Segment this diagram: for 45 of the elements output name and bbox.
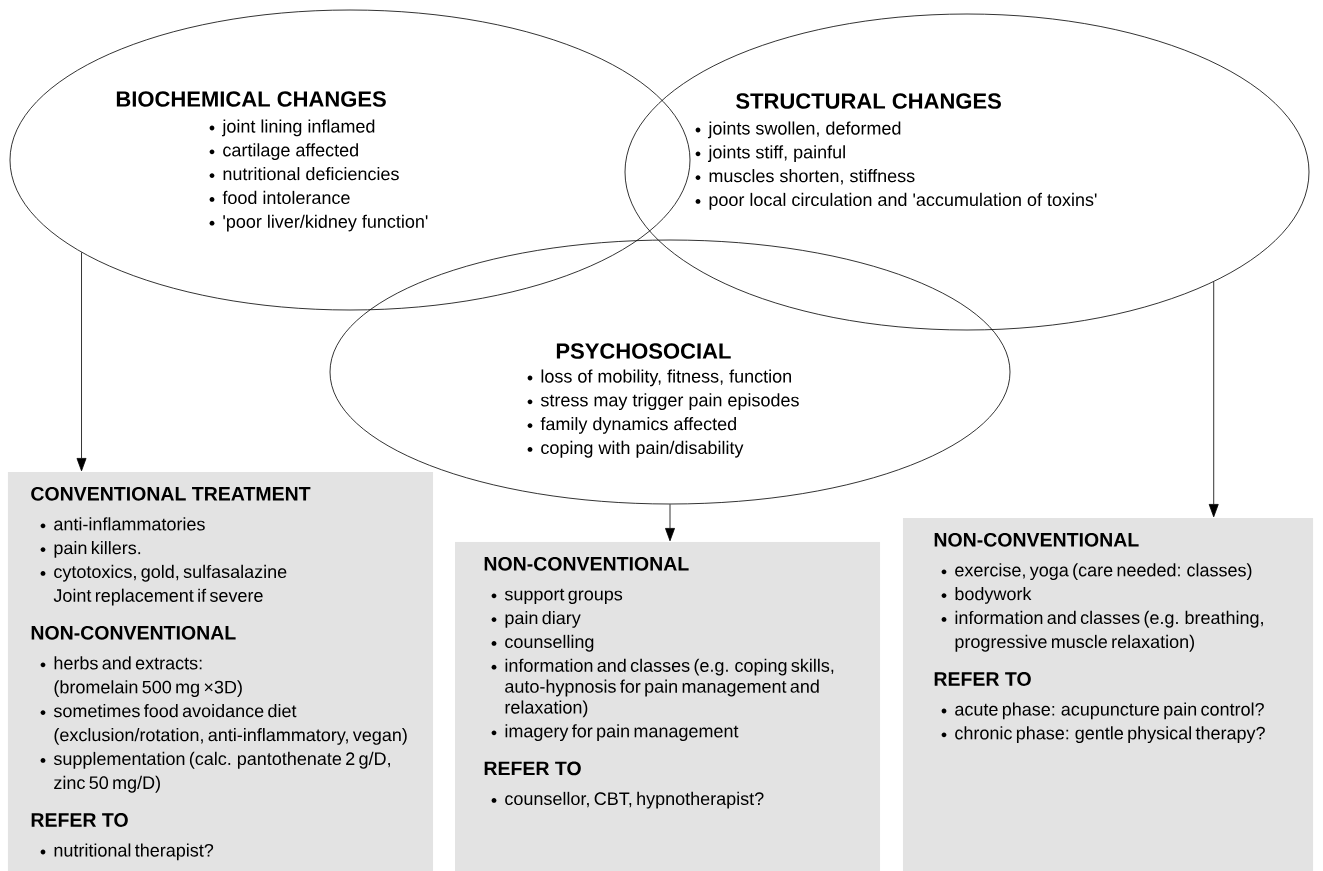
heading: BIOCHEMICAL CHANGES — [116, 91, 386, 107]
bullet-item: bodywork — [941, 587, 1032, 604]
bullet-item: counsellor, CBT, hypnotherapist? — [491, 791, 764, 809]
bullet-item: pain killers. — [40, 541, 141, 558]
bullet-item: loss of mobility, fitness, function — [527, 369, 791, 387]
heading: REFER TO — [484, 761, 581, 776]
bullet-item: poor local circulation and 'accumulation of toxins' — [695, 192, 1097, 210]
bullet-item: counselling — [491, 634, 594, 652]
bullet-item: information and classes (e.g. breathing, progressive muscle relaxation) — [941, 610, 1263, 652]
heading: NON-CONVENTIONAL — [934, 532, 1139, 547]
bullet-item: nutritional therapist? — [40, 843, 214, 861]
bullet-item: supplementation (calc. pantothenate 2 g/D, zinc 50 mg/D) — [40, 751, 390, 793]
bullet-item: nutritional deficiencies — [209, 167, 399, 181]
heading: CONVENTIONAL TREATMENT — [31, 486, 311, 501]
bullet-item: cartilage affected — [209, 143, 358, 161]
heading: NON-CONVENTIONAL — [484, 556, 689, 571]
heading: REFER TO — [934, 672, 1031, 686]
bullet-item: anti-inflammatories — [40, 517, 205, 531]
arrow — [1208, 281, 1219, 518]
bullet-item: family dynamics affected — [527, 417, 736, 434]
bullet-item: sometimes food avoidance diet (exclusion/rotation, anti-inflammatory, vegan) — [40, 704, 407, 745]
bullet-item: 'poor liver/kidney function' — [209, 214, 428, 232]
list-text: Joint replacement if severe — [53, 588, 263, 606]
bullet-item: coping with pain/disability — [527, 440, 744, 458]
heading: STRUCTURAL CHANGES — [736, 93, 1001, 109]
bullet-item: joints swollen, deformed — [695, 121, 901, 139]
bullet-item: support groups — [491, 588, 623, 605]
bullet-item: acute phase: acupuncture pain control? — [941, 702, 1264, 720]
heading: REFER TO — [31, 813, 128, 827]
bullet-item: imagery for pain management — [491, 724, 739, 741]
bullet-item: food intolerance — [209, 190, 350, 205]
bullet-item: information and classes (e.g. coping skills, auto-hypnosis for pain management and relaxation) — [491, 658, 834, 718]
heading: PSYCHOSOCIAL — [556, 343, 731, 359]
bullet-item: joints stiff, painful — [695, 145, 845, 163]
bullet-item: stress may trigger pain episodes — [527, 393, 799, 411]
bullet-item: cytotoxics, gold, sulfasalazine — [40, 564, 287, 582]
bullet-item: joint lining inflamed — [209, 119, 375, 137]
arrow — [665, 504, 675, 542]
bullet-item: pain diary — [491, 611, 581, 628]
bullet-item: herbs and extracts: (bromelain 500 mg ×3D) — [40, 656, 242, 698]
bullet-item: muscles shorten, stiffness — [695, 169, 915, 185]
bullet-item: exercise, yoga (care needed: classes) — [941, 563, 1252, 581]
heading: NON-CONVENTIONAL — [31, 625, 236, 640]
bullet-item: chronic phase: gentle physical therapy? — [941, 726, 1265, 744]
arrow — [76, 252, 87, 472]
